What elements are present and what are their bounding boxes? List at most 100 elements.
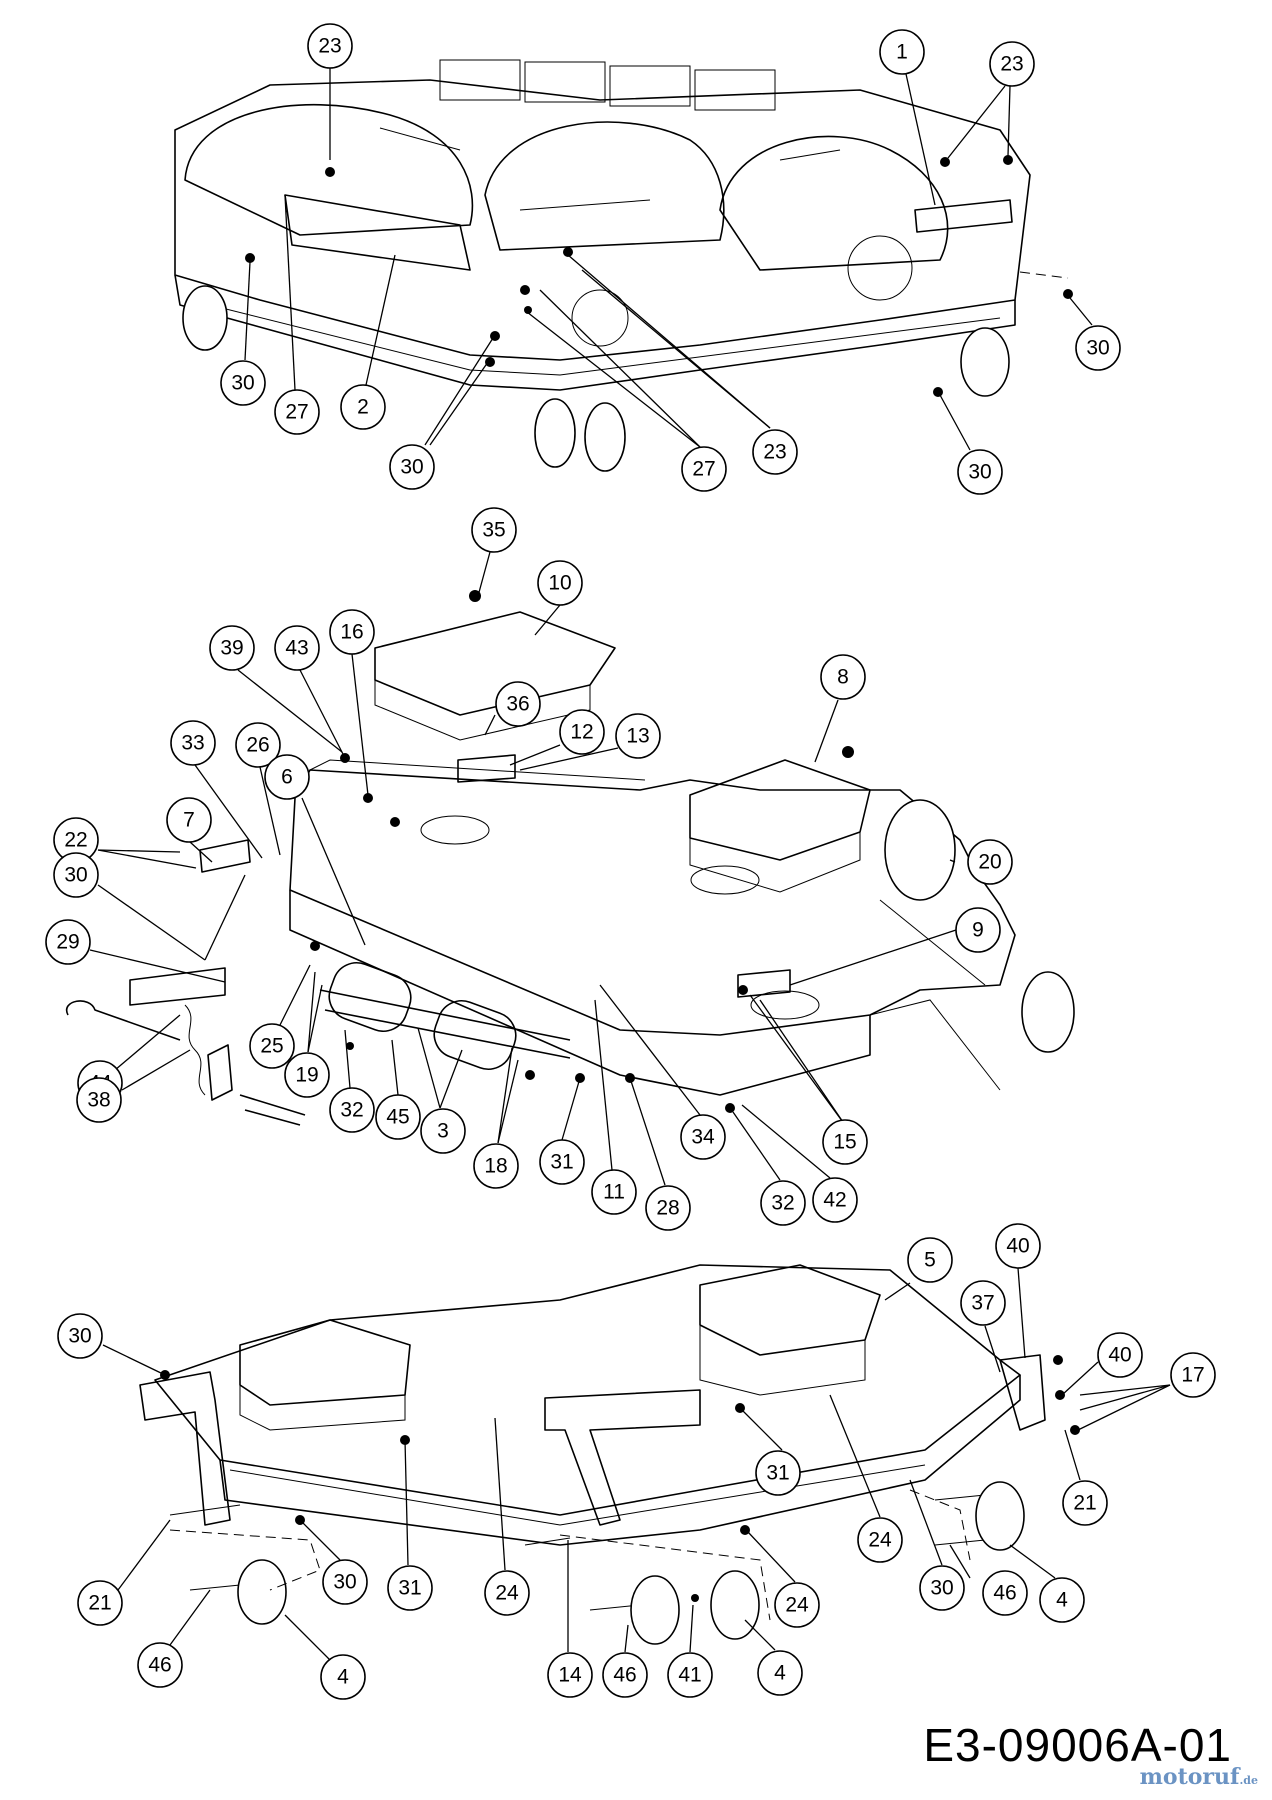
callout-label: 37	[971, 1292, 994, 1315]
callout-label: 5	[924, 1249, 936, 1272]
callout-18	[473, 1143, 519, 1189]
callout-label: 13	[626, 725, 649, 748]
callout-30	[53, 852, 99, 898]
callout-29	[45, 919, 91, 965]
callout-label: 23	[318, 35, 341, 58]
callout-label: 21	[88, 1592, 111, 1615]
callout-21	[1062, 1480, 1108, 1526]
callout-label: 24	[785, 1594, 809, 1617]
callout-30	[957, 449, 1003, 495]
callout-label: 4	[774, 1662, 786, 1685]
callout-28	[645, 1185, 691, 1231]
callout-15	[822, 1119, 868, 1165]
callout-label: 27	[285, 401, 308, 424]
callout-13	[615, 713, 661, 759]
callout-label: 26	[246, 734, 269, 757]
callout-label: 46	[148, 1654, 171, 1677]
callout-label: 27	[692, 458, 715, 481]
deck-underside-assembly	[174, 59, 1073, 472]
callout-label: 38	[87, 1089, 110, 1112]
callout-25	[249, 1023, 295, 1069]
callout-30	[322, 1559, 368, 1605]
callout-31	[387, 1565, 433, 1611]
callout-label: 19	[295, 1064, 318, 1087]
callout-11	[591, 1169, 637, 1215]
callout-label: 28	[656, 1197, 679, 1220]
callout-label: 2	[357, 396, 369, 419]
callout-label: 30	[333, 1571, 356, 1594]
callout-33	[170, 720, 216, 766]
callout-46	[982, 1570, 1028, 1616]
callout-label: 11	[603, 1181, 625, 1204]
callout-30	[220, 360, 266, 406]
callout-31	[755, 1450, 801, 1496]
watermark-logo: motoruf.de	[1140, 1764, 1258, 1790]
callout-38	[76, 1077, 122, 1123]
callout-30	[919, 1565, 965, 1611]
callout-32	[760, 1180, 806, 1226]
callout-20	[967, 839, 1013, 885]
callout-36	[495, 681, 541, 727]
callout-30	[57, 1313, 103, 1359]
callout-10	[537, 560, 583, 606]
callout-4	[1039, 1577, 1085, 1623]
callout-4	[320, 1654, 366, 1700]
callout-label: 40	[1108, 1344, 1131, 1367]
callout-label: 32	[340, 1099, 363, 1122]
callout-1	[879, 29, 925, 75]
callout-23	[989, 41, 1035, 87]
callout-40	[1097, 1332, 1143, 1378]
callout-6	[264, 754, 310, 800]
callout-23	[752, 429, 798, 475]
callout-12	[559, 709, 605, 755]
callout-2	[340, 384, 386, 430]
callout-label: 33	[181, 732, 204, 755]
callout-19	[284, 1052, 330, 1098]
callout-label: 23	[763, 441, 786, 464]
callout-label: 31	[766, 1462, 789, 1485]
callouts-bottom: 5 40 37 40 17 30 31 24 21 30 21	[57, 1223, 1216, 1700]
callout-4	[757, 1650, 803, 1696]
callout-41	[667, 1652, 713, 1698]
callout-label: 4	[337, 1666, 349, 1689]
callout-43	[274, 625, 320, 671]
callout-39	[209, 625, 255, 671]
callout-8	[820, 654, 866, 700]
callout-label: 6	[281, 766, 293, 789]
callout-label: 16	[340, 621, 363, 644]
callout-label: 36	[506, 693, 529, 716]
callout-label: 25	[260, 1035, 283, 1058]
callout-label: 18	[484, 1155, 507, 1178]
callout-23	[307, 23, 353, 69]
callout-3	[420, 1108, 466, 1154]
deck-top-assembly	[65, 590, 1075, 1126]
callout-label: 30	[968, 461, 991, 484]
callout-label: 1	[896, 41, 908, 64]
callout-32	[329, 1087, 375, 1133]
callout-16	[329, 609, 375, 655]
drawing-number: E3-09006A-01	[923, 1719, 1232, 1771]
callout-label: 20	[978, 851, 1001, 874]
callout-27	[681, 446, 727, 492]
callout-label: 22	[64, 829, 87, 852]
callout-label: 30	[64, 864, 87, 887]
callout-label: 23	[1000, 53, 1023, 76]
callout-24	[857, 1517, 903, 1563]
callout-label: 24	[868, 1529, 892, 1552]
callout-label: 15	[833, 1131, 856, 1154]
callout-46	[137, 1642, 183, 1688]
callout-label: 43	[285, 637, 308, 660]
callout-26	[235, 722, 281, 768]
callout-label: 46	[993, 1582, 1016, 1605]
callout-label: 8	[837, 666, 849, 689]
callout-14	[547, 1652, 593, 1698]
callout-46	[602, 1652, 648, 1698]
callout-label: 30	[930, 1577, 953, 1600]
callout-label: 30	[68, 1325, 91, 1348]
callout-31	[539, 1139, 585, 1185]
callout-7	[166, 797, 212, 843]
callout-label: 46	[613, 1664, 636, 1687]
callout-label: 24	[495, 1582, 519, 1605]
callout-label: 7	[183, 809, 195, 832]
